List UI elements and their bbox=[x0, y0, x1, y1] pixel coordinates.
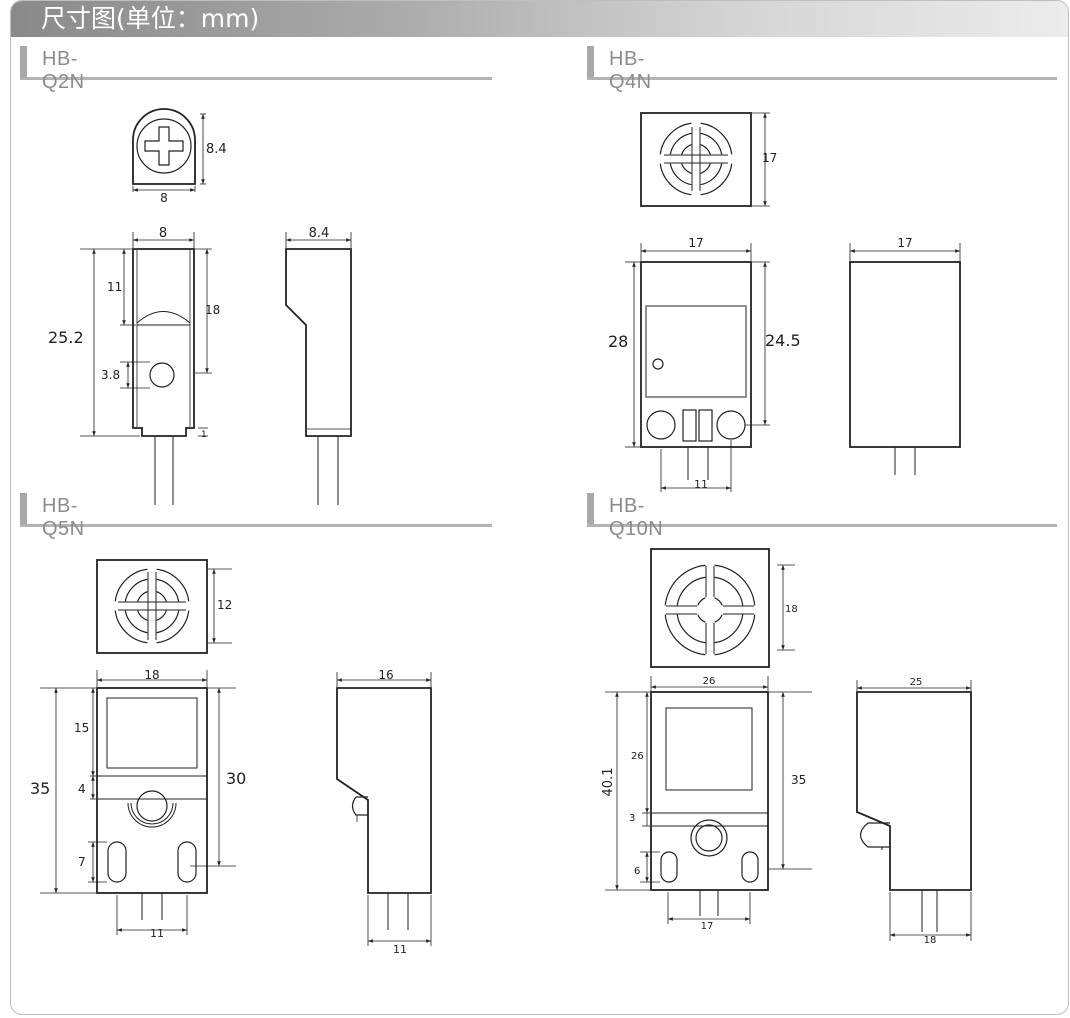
dim-label: 17 bbox=[701, 921, 714, 932]
q4n-top-view bbox=[640, 112, 770, 207]
dim-label: 7 bbox=[78, 855, 86, 869]
q2n-drawings bbox=[80, 108, 352, 505]
q4n-side-view bbox=[849, 243, 961, 475]
dim-label: 11 bbox=[150, 927, 164, 940]
header-bar: 尺寸图(单位：mm) bbox=[11, 1, 1068, 37]
dim-label: 8 bbox=[159, 226, 167, 241]
dim-label: 15 bbox=[74, 721, 89, 735]
dim-label: 30 bbox=[226, 769, 246, 788]
dim-label: 11 bbox=[694, 478, 708, 491]
q4n-front-view bbox=[625, 243, 770, 492]
dim-label: 8.4 bbox=[206, 142, 227, 157]
dim-label: 17 bbox=[897, 236, 912, 250]
q10n-drawings bbox=[605, 548, 972, 941]
model-title: HB-Q4N bbox=[609, 48, 652, 93]
q5n-front-view bbox=[40, 670, 236, 935]
dim-label: 35 bbox=[30, 779, 50, 798]
dim-label: 18 bbox=[785, 604, 798, 615]
dim-label: 18 bbox=[144, 668, 159, 682]
q10n-top-view bbox=[650, 548, 795, 668]
dim-label: 3 bbox=[629, 813, 635, 824]
dim-label: 3.8 bbox=[101, 368, 120, 382]
page-title: 尺寸图(单位：mm) bbox=[41, 4, 260, 33]
dim-label: 28 bbox=[608, 332, 628, 351]
model-title: HB-Q10N bbox=[609, 495, 664, 540]
dim-label: 11 bbox=[393, 943, 407, 956]
model-title: HB-Q5N bbox=[42, 495, 85, 540]
dimension-labels: 8 8.4 8 25.2 11 18 3.8 1 8.4 17 17 28 24… bbox=[30, 142, 936, 956]
dim-label: 11 bbox=[107, 280, 122, 294]
dim-label: 12 bbox=[217, 598, 232, 612]
dim-label: 35 bbox=[791, 773, 806, 787]
q10n-front-view bbox=[605, 676, 812, 924]
dim-label: 17 bbox=[762, 151, 777, 165]
dim-label: 8 bbox=[160, 191, 168, 205]
q2n-side-view bbox=[285, 232, 352, 505]
model-title: HB-Q2N bbox=[42, 48, 85, 93]
q2n-front-view bbox=[80, 232, 212, 505]
dimension-sheet: 尺寸图(单位：mm) bbox=[10, 0, 1069, 1015]
q5n-top-view bbox=[96, 559, 232, 654]
q4n-drawings bbox=[625, 112, 961, 492]
dim-label: 8.4 bbox=[309, 226, 330, 241]
dim-label: 24.5 bbox=[765, 331, 801, 350]
dim-label: 16 bbox=[378, 668, 393, 682]
q5n-side-view bbox=[336, 672, 432, 946]
dim-label: 26 bbox=[703, 676, 716, 687]
dim-label: 40.1 bbox=[601, 768, 616, 797]
q10n-side-view bbox=[856, 680, 972, 941]
dim-label: 4 bbox=[78, 782, 86, 796]
dim-label: 25.2 bbox=[48, 328, 84, 347]
dim-label: 17 bbox=[688, 236, 703, 250]
dim-label: 26 bbox=[631, 751, 644, 762]
dim-label: 1 bbox=[201, 430, 207, 440]
q2n-top-view bbox=[132, 108, 206, 192]
dim-label: 18 bbox=[205, 303, 220, 317]
dim-label: 25 bbox=[910, 677, 923, 688]
dim-label: 6 bbox=[634, 866, 640, 877]
dim-label: 18 bbox=[924, 935, 937, 946]
q5n-drawings bbox=[40, 559, 432, 946]
